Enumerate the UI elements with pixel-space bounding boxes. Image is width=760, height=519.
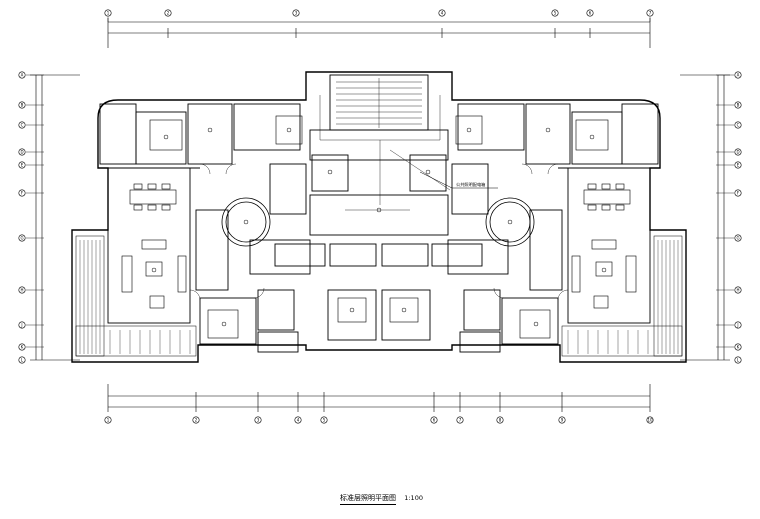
svg-text:G: G: [736, 236, 739, 241]
round-fixtures: [221, 197, 535, 247]
svg-text:10: 10: [647, 418, 653, 423]
grid-axes-bottom-labels: 1 2 3 4 5 6 7 8 9 10: [107, 418, 653, 423]
bottom-dimension-lines: [107, 384, 651, 412]
svg-text:3: 3: [257, 418, 260, 423]
svg-text:L: L: [21, 358, 24, 363]
svg-text:2: 2: [195, 418, 198, 423]
svg-text:G: G: [20, 236, 23, 241]
svg-text:A: A: [737, 73, 740, 78]
beds: [149, 115, 609, 339]
grid-axes-right-labels: A B C D E F G H J K L: [736, 73, 739, 363]
axis-label-top-5: 5: [554, 11, 557, 16]
axis-label-top-3: 3: [295, 11, 298, 16]
axis-label-top-4: 4: [441, 11, 444, 16]
drawing-title-block: 标准层照明平面图 1:100: [340, 493, 460, 507]
svg-text:4: 4: [297, 418, 300, 423]
axis-label-top-2: 2: [167, 11, 170, 16]
grid-axes-bottom: [104, 416, 654, 424]
svg-text:D: D: [736, 150, 739, 155]
light-fixtures: [151, 127, 607, 327]
svg-text:C: C: [21, 123, 24, 128]
axis-bubble-top-4: [438, 9, 446, 17]
grid-axes-left: [18, 71, 26, 364]
svg-text:D: D: [20, 150, 23, 155]
round-fixture-right: [485, 197, 535, 247]
side-dimension-lines: [30, 74, 730, 361]
svg-text:F: F: [21, 191, 24, 196]
balcony-hatching: [79, 240, 679, 354]
axis-bubble-top-1: [104, 9, 112, 17]
dining-sets: [129, 183, 631, 211]
round-fixture-left: [221, 197, 271, 247]
svg-text:B: B: [21, 103, 24, 108]
svg-text:J: J: [736, 323, 738, 328]
axis-bubble-top-2: [164, 9, 172, 17]
axis-label-top-1: 1: [107, 11, 110, 16]
svg-text:7: 7: [459, 418, 462, 423]
svg-text:F: F: [737, 191, 740, 196]
stairwell: [336, 78, 422, 128]
axis-bubble-top-3: [292, 9, 300, 17]
doors: [189, 163, 569, 301]
grid-axes-left-labels: A B C D E F G H J K L: [20, 73, 23, 363]
svg-text:1: 1: [107, 418, 110, 423]
svg-text:6: 6: [433, 418, 436, 423]
interior-walls: [99, 74, 659, 353]
drawing-title: 标准层照明平面图: [340, 493, 396, 505]
axis-bubble-top-7: [646, 9, 654, 17]
living-furniture: [121, 239, 637, 309]
callout-text: 公共照明配电箱: [456, 181, 485, 188]
building-outline: [71, 71, 687, 363]
svg-text:A: A: [21, 73, 24, 78]
svg-text:H: H: [20, 288, 23, 293]
grid-axes-right: [734, 71, 742, 364]
svg-text:J: J: [20, 323, 22, 328]
panel-callout: 公共照明配电箱: [419, 171, 498, 189]
axis-label-top-6: 6: [589, 11, 592, 16]
axis-label-top-7: 7: [649, 11, 652, 16]
axis-bubble-top-5: [551, 9, 559, 17]
grid-axes-top: [104, 9, 654, 17]
balconies: [75, 235, 683, 357]
svg-text:K: K: [21, 345, 24, 350]
axis-bubble-top-6: [586, 9, 594, 17]
grid-axes-top-labels: 1 2 3 4 5 6 7: [107, 11, 652, 16]
svg-text:8: 8: [499, 418, 502, 423]
svg-text:5: 5: [323, 418, 326, 423]
svg-text:9: 9: [561, 418, 564, 423]
top-dimension-lines: [107, 18, 651, 48]
drawing-scale: 1:100: [404, 494, 423, 502]
wiring: [319, 95, 451, 211]
svg-text:E: E: [21, 163, 24, 168]
axis-leaders: [26, 17, 734, 348]
svg-text:K: K: [737, 345, 740, 350]
svg-text:L: L: [737, 358, 740, 363]
svg-text:B: B: [737, 103, 740, 108]
svg-text:H: H: [736, 288, 739, 293]
svg-text:C: C: [737, 123, 740, 128]
svg-text:E: E: [737, 163, 740, 168]
